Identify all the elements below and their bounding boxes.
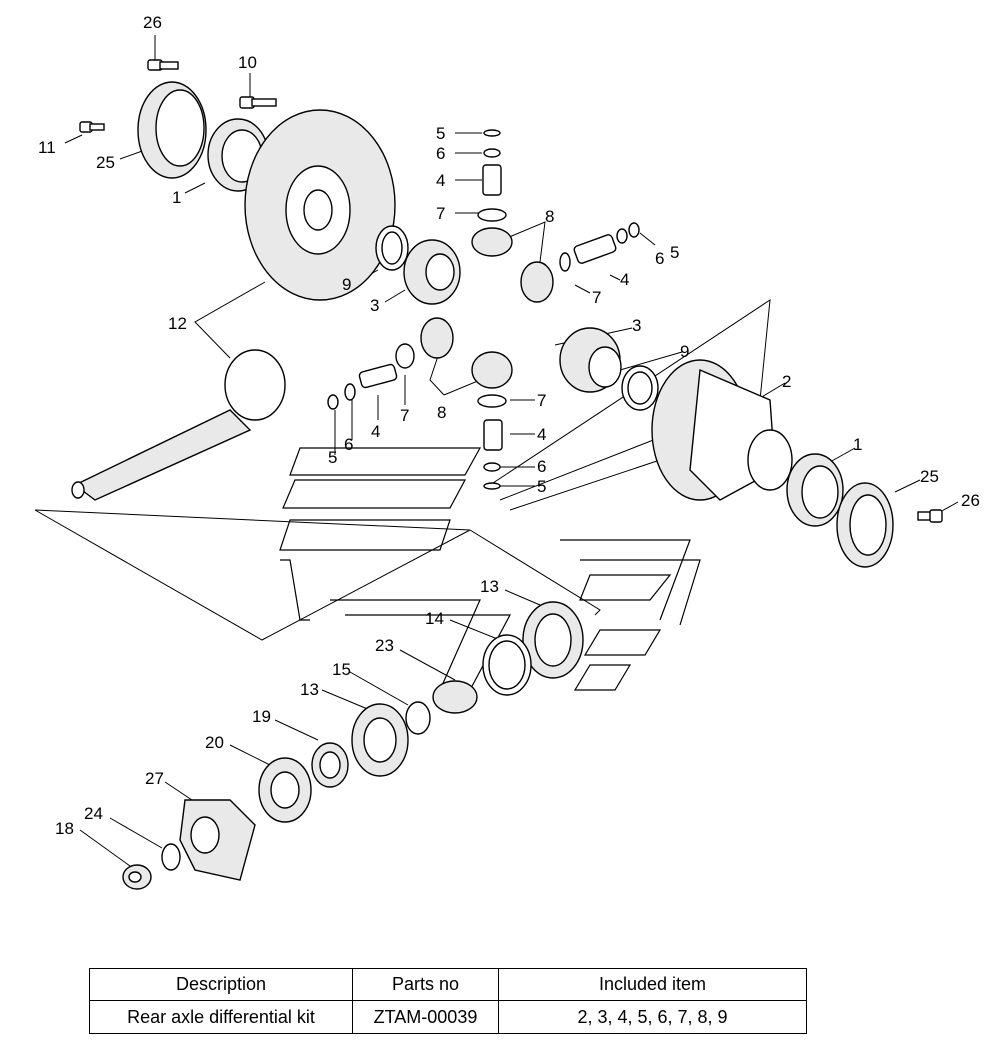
callout-label: 13 xyxy=(300,680,319,699)
callout-label: 14 xyxy=(425,609,444,628)
part-9-thrust-washer xyxy=(375,225,409,271)
part-10-bolt xyxy=(239,96,277,109)
callout-label: 2 xyxy=(782,372,791,391)
part-13-bearing-lower xyxy=(351,703,409,777)
callout-label: 25 xyxy=(920,467,939,486)
callout-label: 4 xyxy=(537,425,546,444)
callout-label: 10 xyxy=(238,53,257,72)
callout-label: 15 xyxy=(332,660,351,679)
part-8-pinion-gears-mid xyxy=(420,317,513,389)
part-left-pin-stack xyxy=(327,343,415,410)
callout-label: 4 xyxy=(371,422,380,441)
callout-label: 7 xyxy=(436,204,445,223)
callout-label: 26 xyxy=(961,491,980,510)
part-12-pinion-shaft xyxy=(71,349,286,501)
callout-label: 7 xyxy=(592,288,601,307)
part-14-race xyxy=(482,634,532,696)
callout-label: 8 xyxy=(545,207,554,226)
callout-label: 24 xyxy=(84,804,103,823)
part-20-seal xyxy=(258,757,312,823)
callout-label: 4 xyxy=(436,171,445,190)
part-right-pin-stack xyxy=(559,222,640,272)
watermark-stripes xyxy=(279,447,701,691)
callout-label: 5 xyxy=(328,448,337,467)
callout-label: 23 xyxy=(375,636,394,655)
callout-label: 3 xyxy=(632,316,641,335)
part-24-o-ring xyxy=(161,843,181,871)
callout-label: 25 xyxy=(96,153,115,172)
part-19-nut xyxy=(311,742,349,788)
callout-label: 13 xyxy=(480,577,499,596)
callout-label: 5 xyxy=(436,124,445,143)
callout-label: 7 xyxy=(537,391,546,410)
part-3-side-gear-top xyxy=(403,239,461,305)
kit-table: Description Parts no Included item Rear … xyxy=(89,968,807,1034)
callout-label: 18 xyxy=(55,819,74,838)
callout-label: 27 xyxy=(145,769,164,788)
exploded-parts-diagram: 26 10 11 25 1 5 6 4 7 8 6 5 9 3 4 7 12 3… xyxy=(34,13,980,890)
callout-labels: 26 10 11 25 1 5 6 4 7 8 6 5 9 3 4 7 12 3… xyxy=(38,13,980,838)
cell-included-item: 2, 3, 4, 5, 6, 7, 8, 9 xyxy=(498,1000,807,1034)
callout-label: 1 xyxy=(172,188,181,207)
callout-label: 5 xyxy=(670,243,679,262)
callout-label: 20 xyxy=(205,733,224,752)
callout-label: 7 xyxy=(400,406,409,425)
part-23-spacer xyxy=(432,680,478,714)
part-9-washer-right xyxy=(621,365,659,411)
part-25-adjuster-ring-left xyxy=(137,81,207,179)
callout-label: 6 xyxy=(655,249,664,268)
leader-lines xyxy=(34,35,959,867)
callout-label: 5 xyxy=(537,477,546,496)
callout-label: 4 xyxy=(620,270,629,289)
callout-label: 8 xyxy=(437,403,446,422)
part-5-6-4-7-top-stack xyxy=(477,129,507,222)
callout-label: 3 xyxy=(370,296,379,315)
callout-label: 9 xyxy=(342,275,351,294)
part-12-ring-gear xyxy=(244,109,396,301)
part-3-side-gear-right xyxy=(559,327,622,393)
part-25-adjuster-ring-right xyxy=(836,482,894,568)
part-18-flange-nut xyxy=(122,864,152,890)
part-13-bearing-upper xyxy=(522,601,584,679)
cell-description: Rear axle differential kit xyxy=(89,1000,353,1034)
part-center-stack-bottom xyxy=(477,394,507,490)
part-8-pinion-gears-top xyxy=(471,227,554,303)
callout-label: 11 xyxy=(38,138,56,157)
part-1-bearing-right xyxy=(786,453,844,527)
table-header-row: Description Parts no Included item xyxy=(89,968,807,1001)
callout-label: 26 xyxy=(143,13,162,32)
callout-label: 1 xyxy=(853,435,862,454)
callout-label: 12 xyxy=(168,314,187,333)
table-row: Rear axle differential kit ZTAM-00039 2,… xyxy=(89,1000,807,1034)
column-header-parts-no: Parts no xyxy=(352,968,499,1001)
column-header-description: Description xyxy=(89,968,353,1001)
callout-label: 6 xyxy=(537,457,546,476)
part-27-yoke xyxy=(179,799,256,881)
column-header-included-item: Included item xyxy=(498,968,807,1001)
callout-label: 19 xyxy=(252,707,271,726)
callout-label: 9 xyxy=(680,342,689,361)
part-26-bolt-top xyxy=(147,59,179,71)
part-15-shim xyxy=(405,701,431,735)
cell-parts-no: ZTAM-00039 xyxy=(352,1000,499,1034)
part-11-bolt xyxy=(79,121,105,133)
callout-label: 6 xyxy=(344,435,353,454)
part-26-bolt-right xyxy=(917,509,943,523)
part-2-differential-case xyxy=(651,359,793,501)
callout-label: 6 xyxy=(436,144,445,163)
